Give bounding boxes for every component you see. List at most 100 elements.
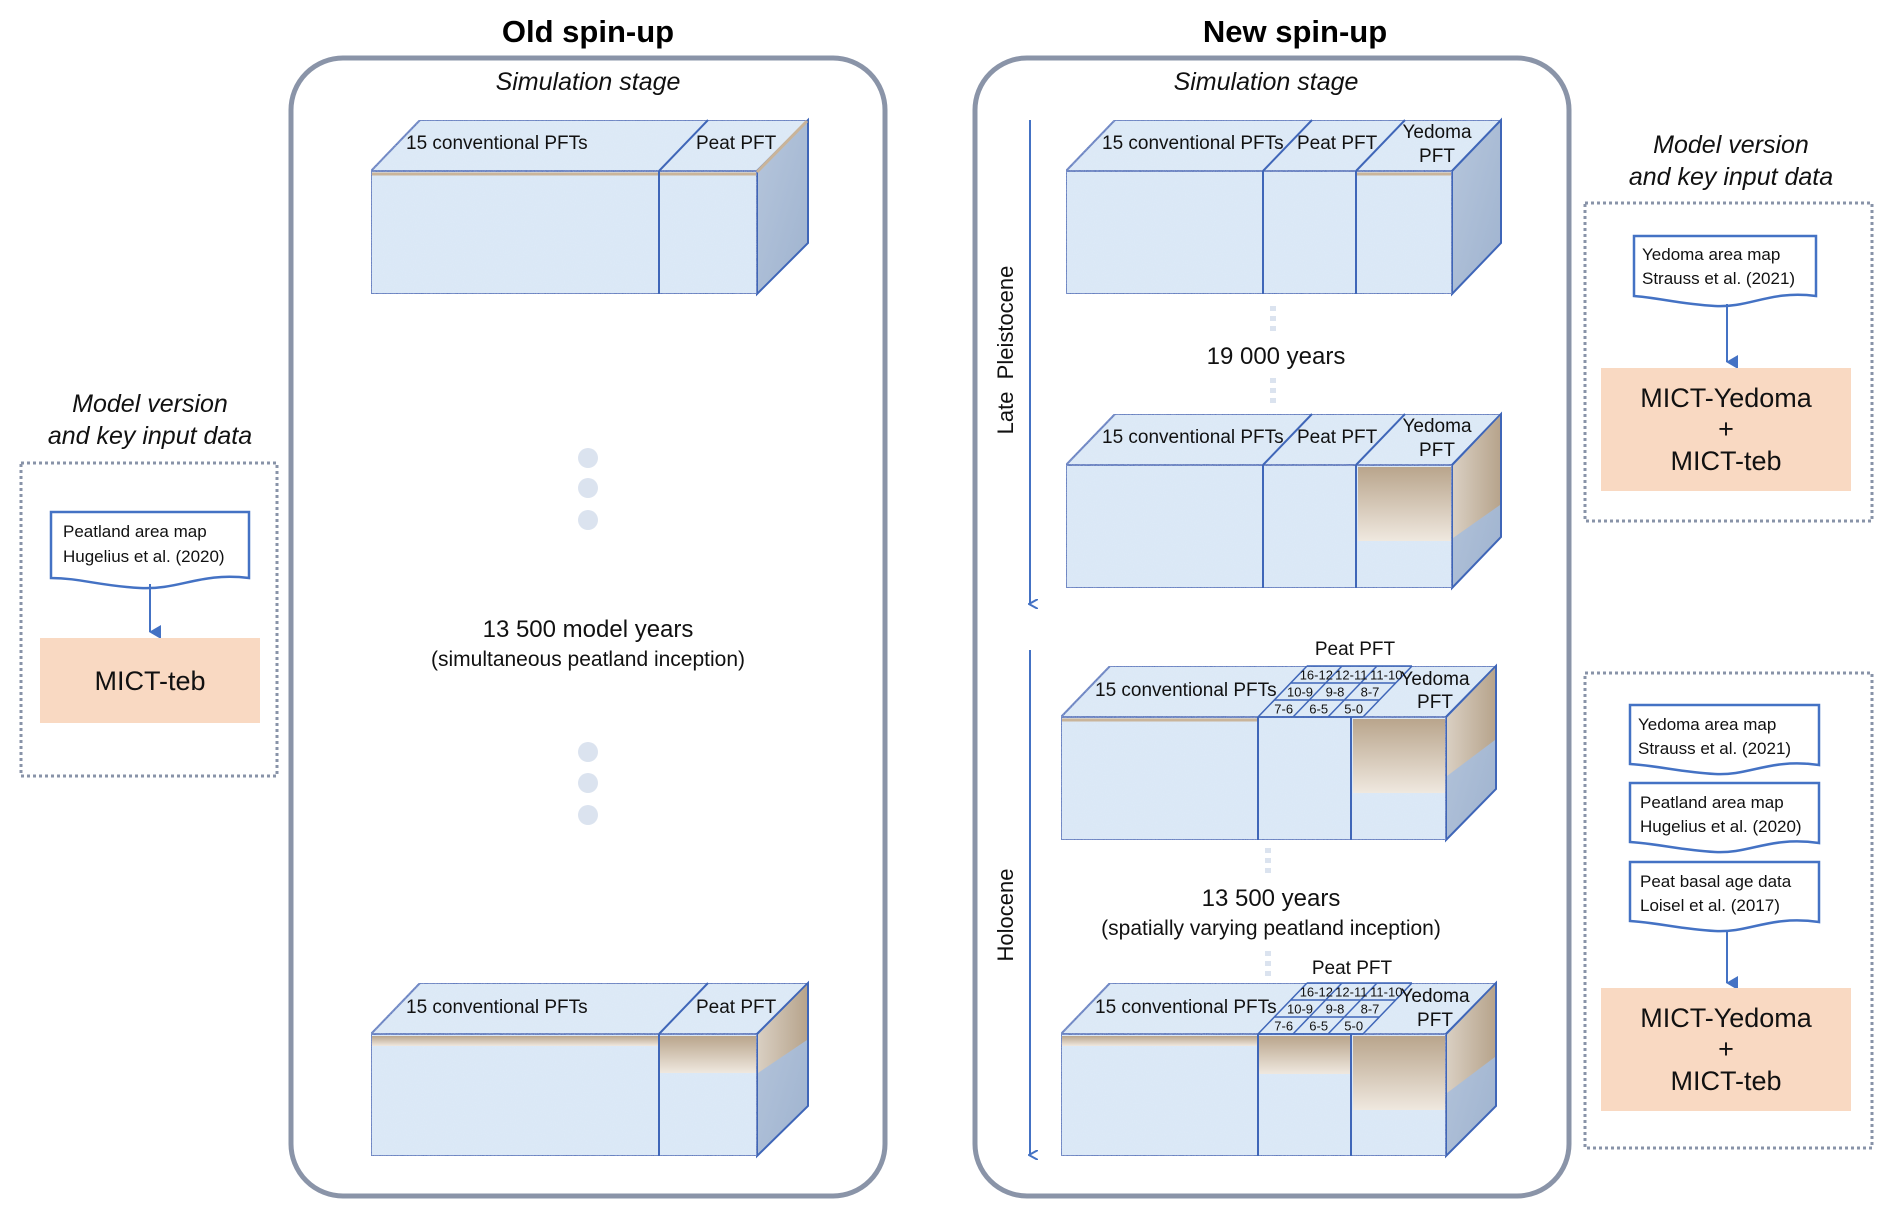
peat-age-cell: 10-9 — [1287, 1002, 1313, 1017]
document-icon — [49, 510, 251, 590]
doc-title: Yedoma area map — [1642, 245, 1780, 264]
peat-age-cell: 11-10 — [1370, 668, 1402, 683]
grid-col-line — [1292, 982, 1343, 1035]
old-spinup-title: Old spin-up — [502, 14, 674, 49]
model-box-mict-teb — [40, 638, 260, 723]
late-pleistocene-label: Late Pleistocene — [993, 266, 1018, 435]
block-divider — [658, 119, 709, 172]
model-name: MICT-Yedoma — [1640, 383, 1813, 413]
peat-layer — [1259, 1036, 1350, 1074]
peat-age-cell: 10-9 — [1287, 685, 1313, 700]
block-front-face — [1065, 170, 1453, 295]
peat-age-cell: 7-6 — [1274, 1019, 1293, 1034]
new-block-2: 15 conventional PFTs Peat PFT Yedoma PFT — [1063, 411, 1504, 591]
doc-citation: Hugelius et al. (2020) — [63, 547, 225, 566]
input-doc-yedoma-bottom: Yedoma area map Strauss et al. (2021) — [1628, 703, 1821, 776]
old-stage-label: Simulation stage — [496, 68, 681, 96]
peat-age-cell: 9-8 — [1326, 685, 1345, 700]
doc-citation: Hugelius et al. (2020) — [1640, 817, 1802, 836]
peat-pft-heading-4: Peat PFT — [1312, 958, 1393, 979]
grid-col-line — [1257, 982, 1308, 1035]
model-name-2: MICT-teb — [1670, 446, 1781, 476]
document-icon — [1628, 860, 1821, 933]
input-doc-peatland-bottom: Peatland area map Hugelius et al. (2020) — [1628, 781, 1821, 854]
late-pleistocene-duration: 19 000 years — [1207, 343, 1346, 370]
yedoma-pft-label: Yedoma — [1402, 122, 1471, 143]
ellipsis-dots-lower — [578, 742, 598, 825]
yedoma-pft-label: Yedoma — [1402, 416, 1471, 437]
yedoma-pft-label-2: PFT — [1417, 692, 1453, 713]
ellipsis-dots-upper — [578, 448, 598, 530]
grid-col-line — [1292, 665, 1343, 718]
peat-pft-label: Peat PFT — [1297, 427, 1378, 448]
holocene-duration: 13 500 years — [1202, 885, 1341, 912]
grid-col-line — [1327, 665, 1378, 718]
left-model-heading-1: Model version — [72, 390, 228, 418]
peat-age-cell: 6-5 — [1309, 1019, 1328, 1034]
input-doc-basal-age: Peat basal age data Loisel et al. (2017) — [1628, 860, 1821, 933]
new-spinup-panel — [972, 55, 1572, 1199]
new-block-1: 15 conventional PFTs Peat PFT Yedoma PFT — [1063, 117, 1504, 297]
grid-col-line — [1362, 982, 1413, 1035]
model-name: MICT-teb — [94, 666, 205, 696]
conventional-pft-label: 15 conventional PFTs — [1102, 133, 1284, 154]
doc-citation: Strauss et al. (2021) — [1638, 739, 1791, 758]
peat-age-cell: 8-7 — [1361, 1002, 1380, 1017]
peat-age-cell: 8-7 — [1361, 685, 1380, 700]
peat-age-cell: 6-5 — [1309, 702, 1328, 717]
peat-age-cell: 11-10 — [1370, 985, 1402, 1000]
model-name-2: MICT-teb — [1670, 1066, 1781, 1096]
yedoma-pft-label-2: PFT — [1419, 146, 1455, 167]
doc-citation: Loisel et al. (2017) — [1640, 896, 1780, 915]
grid-col-line — [1257, 665, 1308, 718]
doc-title: Peatland area map — [63, 522, 207, 541]
side-peat-layer — [758, 985, 807, 1073]
holocene-duration-note: (spatially varying peatland inception) — [1101, 917, 1441, 940]
conventional-pft-label: 15 conventional PFTs — [406, 133, 588, 154]
conventional-pft-label: 15 conventional PFTs — [1102, 427, 1284, 448]
conventional-pft-label: 15 conventional PFTs — [1095, 680, 1277, 701]
doc-title: Peat basal age data — [1640, 872, 1792, 891]
yedoma-layer — [1358, 467, 1451, 541]
peat-age-cell: 7-6 — [1274, 702, 1293, 717]
block-front-face — [370, 170, 758, 295]
doc-title: Yedoma area map — [1638, 715, 1776, 734]
right-model-heading-1: Model version — [1653, 131, 1809, 159]
thin-peat-layer — [372, 1036, 658, 1046]
peat-pft-label: Peat PFT — [696, 997, 777, 1018]
peat-pft-label: Peat PFT — [696, 133, 777, 154]
left-model-heading-2: and key input data — [48, 422, 252, 450]
peat-age-cell: 16-12 — [1300, 668, 1333, 683]
peat-age-cell: 12-11 — [1335, 985, 1367, 1000]
yedoma-pft-label: Yedoma — [1400, 669, 1469, 690]
yedoma-pft-label: Yedoma — [1400, 986, 1469, 1007]
peat-layer — [660, 1036, 756, 1073]
holocene-label: Holocene — [993, 869, 1018, 962]
doc-citation: Strauss et al. (2021) — [1642, 269, 1795, 288]
document-icon — [1628, 781, 1821, 854]
old-bottom-block: 15 conventional PFTs Peat PFT — [368, 980, 811, 1159]
old-top-block: 15 conventional PFTs Peat PFT — [368, 117, 811, 297]
model-plus: + — [1718, 414, 1734, 444]
old-spinup-panel — [288, 55, 888, 1199]
left-model-box — [19, 461, 279, 778]
yedoma-layer — [1353, 719, 1445, 793]
document-icon — [1632, 234, 1818, 308]
input-doc-yedoma-top: Yedoma area map Strauss et al. (2021) — [1632, 234, 1818, 308]
grid-col-line — [1327, 982, 1378, 1035]
input-doc-peatland-left: Peatland area map Hugelius et al. (2020) — [49, 510, 251, 590]
document-icon — [1628, 703, 1821, 776]
old-duration: 13 500 model years — [483, 616, 694, 643]
peat-age-cell: 5-0 — [1344, 702, 1363, 717]
new-spinup-title: New spin-up — [1203, 14, 1387, 49]
grid-col-line — [1362, 665, 1413, 718]
conventional-pft-label: 15 conventional PFTs — [1095, 997, 1277, 1018]
model-box-mict-yedoma-teb — [1601, 368, 1851, 491]
right-model-heading-2: and key input data — [1629, 163, 1833, 191]
yedoma-layer — [1353, 1036, 1445, 1110]
